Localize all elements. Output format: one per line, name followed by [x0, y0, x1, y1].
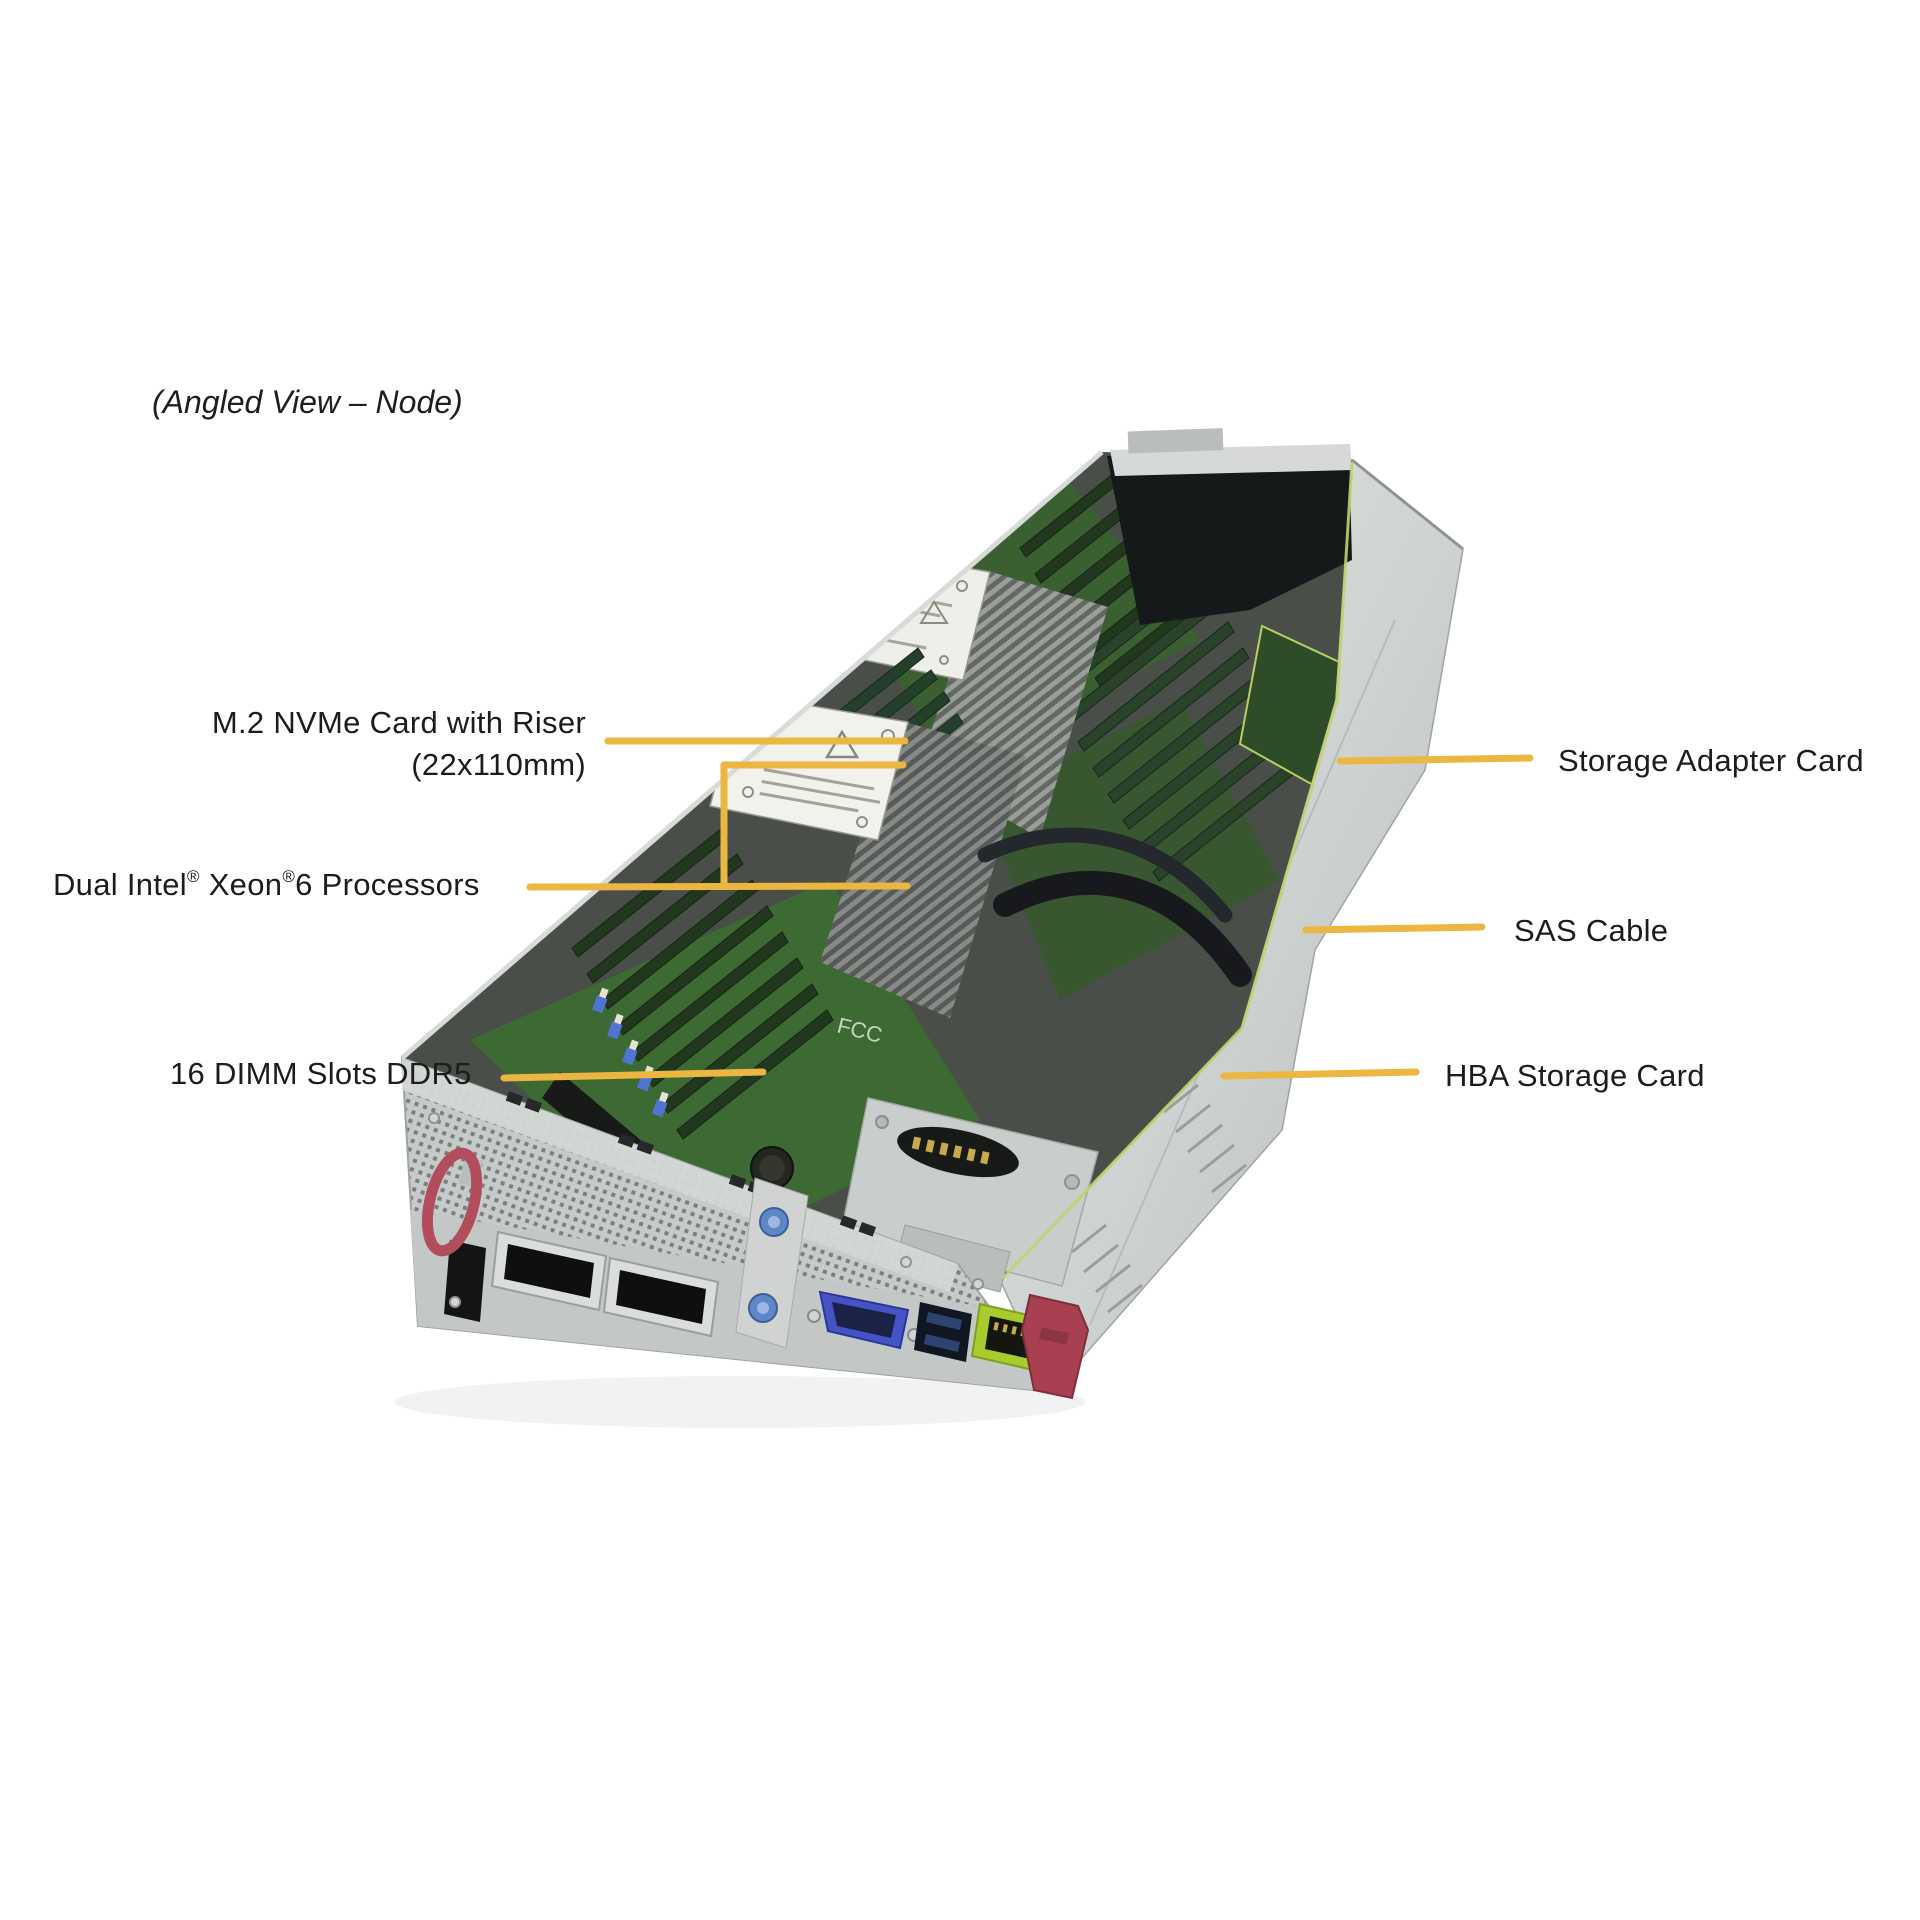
cpu-heatsink-front-fins	[820, 720, 1026, 1018]
hba-connector-pins	[911, 1136, 990, 1165]
callout-hba-label: HBA Storage Card	[1445, 1058, 1705, 1093]
far-end-bay	[1107, 449, 1352, 625]
side-wall-top-edge	[1351, 458, 1464, 551]
callout-m2-line2: (22x110mm)	[411, 747, 586, 782]
callout-dimm-label: 16 DIMM Slots DDR5	[170, 1056, 472, 1091]
cmos-battery-top	[759, 1155, 785, 1181]
registered-mark-1: ®	[186, 866, 200, 886]
vga-port	[807, 1290, 921, 1350]
usb-ports	[914, 1302, 972, 1362]
callout-xeon-label: Dual Intel® Xeon®6 Processors	[53, 864, 480, 906]
tray-left-edge	[400, 450, 1104, 1060]
far-end-latch	[1127, 428, 1224, 454]
thumbscrew-bottom-center	[757, 1302, 769, 1314]
callout-m2-line1: M.2 NVMe Card with Riser	[211, 705, 586, 740]
cpu-heatsink-front-shade	[820, 720, 1026, 1018]
front-panel	[400, 1056, 1090, 1400]
sas-cable	[993, 870, 1252, 987]
rail-pcb-edge	[1001, 461, 1354, 1280]
callout-sas-cable-label: SAS Cable	[1514, 913, 1669, 948]
far-end-bay-cap	[1110, 444, 1352, 476]
leader-line-sas-cable	[1302, 923, 1486, 934]
release-latch-left	[421, 1147, 484, 1257]
thumbscrew-top-center	[768, 1216, 780, 1228]
registered-mark-2: ®	[282, 866, 296, 886]
ground-shadow	[395, 1376, 1085, 1428]
leader-lines	[500, 737, 1534, 1082]
callout-m2-label: M.2 NVMe Card with Riser (22x110mm)	[212, 702, 586, 786]
callout-storage-adapter-label: Storage Adapter Card	[1558, 743, 1864, 778]
leader-line-storage-adapter	[1336, 754, 1534, 765]
callout-xeon-text-3: 6 Processors	[295, 867, 480, 902]
leader-line-hba	[1220, 1068, 1420, 1080]
qsfp-port-1	[490, 1230, 608, 1312]
sas-cable-2	[977, 827, 1233, 923]
callout-xeon-text-1: Dual Intel	[53, 867, 187, 902]
leader-line-dimm	[500, 1068, 767, 1082]
front-panel-top-lip	[402, 1058, 958, 1292]
qsfp-port-2	[602, 1256, 720, 1338]
callout-xeon-text-2: Xeon	[199, 867, 283, 902]
view-caption: (Angled View – Node)	[152, 384, 463, 420]
release-latch-right	[1020, 1293, 1090, 1400]
leader-line-xeon-near	[526, 882, 911, 891]
hba-bracket	[841, 1097, 1099, 1293]
panel-screws	[428, 1112, 984, 1308]
